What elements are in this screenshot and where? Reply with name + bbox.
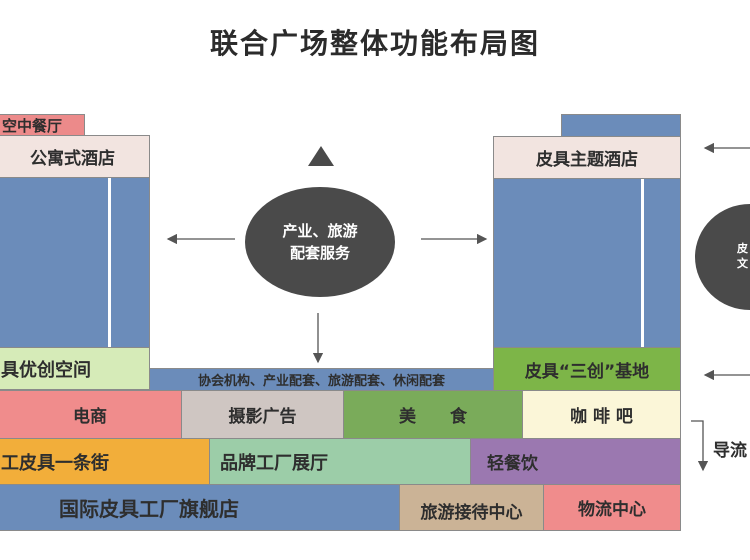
maker-space-block: 具优创空间	[0, 347, 150, 390]
tourist-center-block: 旅游接待中心	[399, 484, 544, 531]
ecommerce-block: 电商	[0, 390, 182, 439]
light-dining-block: 轻餐饮	[470, 438, 681, 485]
guide-flow-arrow	[691, 420, 709, 472]
circle-line-2: 配套服务	[289, 244, 350, 262]
right-circle-text: 皮 文	[736, 241, 749, 271]
theme-hotel-block: 皮具主题酒店	[493, 136, 681, 179]
up-triangle-icon	[308, 146, 334, 166]
right-tower-body	[493, 178, 681, 348]
right-tower-divider	[641, 179, 644, 347]
cafe-block: 咖 啡 吧	[522, 390, 681, 439]
support-services-bar: 协会机构、产业配套、旅游配套、休闲配套	[149, 368, 494, 391]
flagship-store-block: 国际皮具工厂旗舰店	[0, 484, 400, 531]
circle-line-1: 产业、旅游	[282, 222, 358, 240]
guide-flow-label: 导流	[713, 441, 747, 461]
innovation-base-block: 皮具“三创”基地	[493, 347, 681, 391]
page-title: 联合广场整体功能布局图	[209, 27, 540, 60]
right-circle	[695, 204, 750, 310]
left-tower-body	[0, 177, 150, 348]
right-circle-line-1: 皮	[737, 242, 748, 255]
right-circle-line-2: 文	[737, 257, 748, 270]
left-tower-divider	[108, 178, 111, 347]
brand-showroom-block: 品牌工厂展厅	[209, 438, 471, 485]
food-block: 美 食	[343, 390, 523, 439]
services-circle: 产业、旅游配套服务	[245, 187, 395, 297]
photography-ad-block: 摄影广告	[181, 390, 344, 439]
logistics-center-block: 物流中心	[543, 484, 681, 531]
